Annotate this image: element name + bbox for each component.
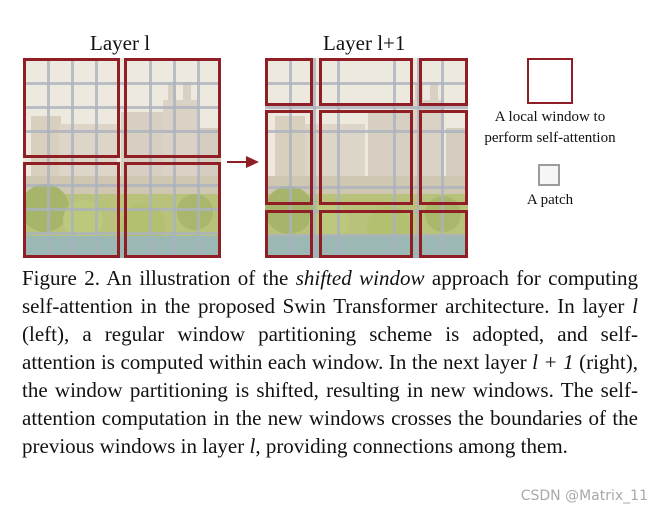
legend-window-icon — [527, 58, 573, 104]
caption-prefix: Figure 2. An illustration of the — [22, 266, 296, 290]
legend-window-label-line-1: A local window to — [494, 109, 606, 125]
caption-l-2: l — [249, 434, 256, 458]
window-right-3 — [419, 58, 468, 106]
window-right-6 — [419, 110, 468, 205]
window-right-1 — [265, 58, 313, 106]
layer-l-title: Layer l — [90, 31, 151, 55]
right-image-panel — [265, 58, 468, 258]
caption-body-4: , providing connections among them. — [255, 434, 568, 458]
window-right-9 — [419, 210, 468, 258]
window-right-7 — [265, 210, 313, 258]
caption-l-1: l — [632, 294, 638, 318]
left-image-panel — [23, 58, 221, 258]
window-right-8 — [319, 210, 413, 258]
window-right-2 — [319, 58, 413, 106]
window-right-4 — [265, 110, 313, 205]
window-left-bottom-right — [124, 162, 221, 258]
caption-l-plus-1: l + 1 — [532, 350, 574, 374]
figure-caption: Figure 2. An illustration of the shifted… — [22, 264, 638, 460]
window-right-5 — [319, 110, 413, 205]
legend-patch-icon — [538, 164, 560, 186]
window-left-bottom-left — [23, 162, 120, 258]
caption-body-1: approach for computing self-attention in… — [22, 266, 638, 318]
caption-body-3: (right), the window partitioning is shif… — [22, 350, 638, 458]
caption-italic-phrase: shifted window — [295, 266, 425, 290]
legend-patch-label: A patch — [526, 192, 574, 208]
caption-body-2: (left), a regular window partitioning sc… — [22, 322, 638, 374]
window-left-top-right — [124, 58, 221, 158]
watermark: CSDN @Matrix_11 — [520, 488, 648, 504]
window-left-top-left — [23, 58, 120, 158]
right-arrow-icon — [227, 156, 259, 168]
legend-window-label-line-2: perform self-attention — [484, 130, 616, 146]
layer-l-plus-1-title: Layer l+1 — [323, 31, 406, 55]
